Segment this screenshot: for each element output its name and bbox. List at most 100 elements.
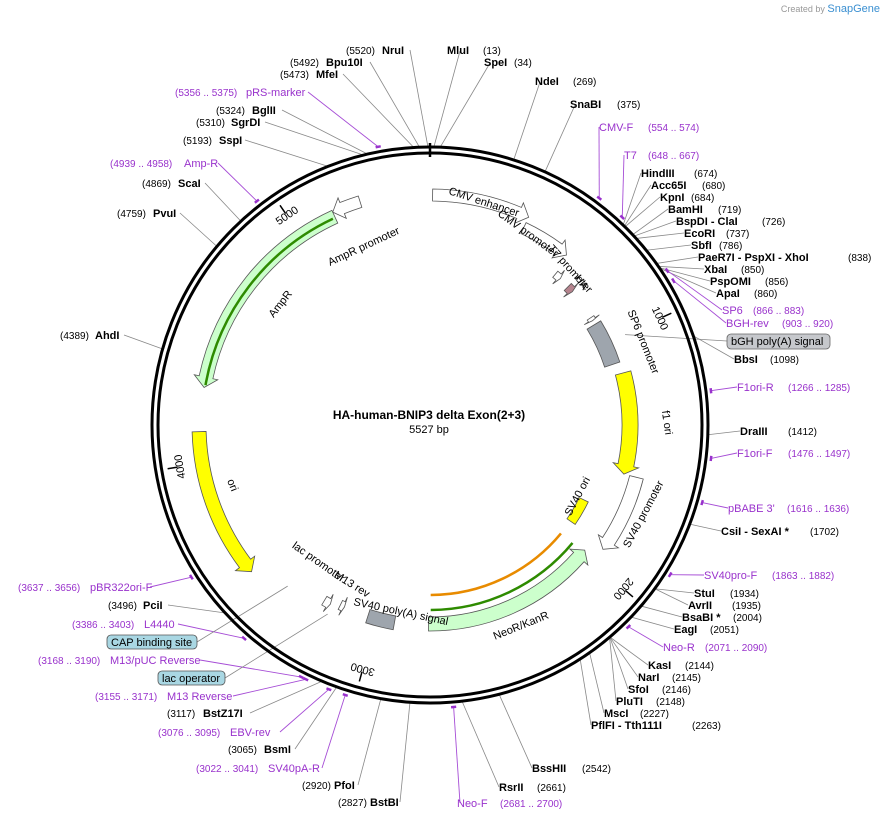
- site-label[interactable]: KasI(2144): [648, 660, 714, 672]
- site-label[interactable]: (2827)BstBI: [338, 797, 399, 809]
- site-label[interactable]: PluTI(2148): [616, 696, 685, 708]
- site-label[interactable]: StuI(1934): [694, 588, 759, 600]
- site-name: ScaI: [178, 178, 201, 190]
- site-label[interactable]: (4389)AhdI: [60, 330, 119, 342]
- site-leader: [342, 73, 414, 147]
- site-label[interactable]: NarI(2145): [638, 672, 701, 684]
- site-label[interactable]: SnaBI(375): [570, 99, 640, 111]
- site-name: NarI: [638, 672, 659, 684]
- site-label[interactable]: (5193)SspI: [183, 135, 242, 147]
- primer-label[interactable]: CMV-F(554 .. 574): [599, 122, 699, 134]
- site-label[interactable]: BbsI(1098): [734, 354, 799, 366]
- site-pos: (680): [702, 181, 725, 192]
- site-label[interactable]: AvrII(1935): [688, 600, 761, 612]
- primer-label[interactable]: (3637 .. 3656)pBR322ori-F: [18, 582, 153, 594]
- primer-label[interactable]: Neo-F(2681 .. 2700): [457, 798, 562, 810]
- primer-pos: (3386 .. 3403): [72, 620, 134, 631]
- primer-label[interactable]: T7(648 .. 667): [624, 150, 699, 162]
- primer-label[interactable]: SV40pro-F(1863 .. 1882): [704, 570, 834, 582]
- site-label[interactable]: RsrII(2661): [499, 782, 566, 794]
- primer-label[interactable]: (4939 .. 4958)Amp-R: [110, 158, 218, 170]
- site-pos: (4869): [142, 179, 171, 190]
- site-label[interactable]: MluI(13): [447, 45, 501, 57]
- site-name: DraIII: [740, 426, 768, 438]
- site-label[interactable]: HindIII(674): [641, 168, 717, 180]
- site-label[interactable]: BssHII(2542): [532, 763, 611, 775]
- boxed-label-bgh-polya[interactable]: bGH poly(A) signal: [726, 333, 831, 350]
- site-name: MfeI: [316, 69, 338, 81]
- boxed-label-lac-operator[interactable]: lac operator: [157, 670, 226, 686]
- boxed-leader: [224, 613, 328, 679]
- site-label[interactable]: ApaI(860): [716, 288, 777, 300]
- primer-label[interactable]: F1ori-R(1266 .. 1285): [737, 382, 850, 394]
- site-label[interactable]: (3065)BsmI: [228, 744, 291, 756]
- primer-label[interactable]: (3168 .. 3190)M13/pUC Reverse: [38, 655, 200, 667]
- tick-label: 2000: [611, 575, 636, 601]
- site-name: KasI: [648, 660, 671, 672]
- site-label[interactable]: NdeI(269): [535, 76, 596, 88]
- primer-label[interactable]: SP6(866 .. 883): [722, 305, 804, 317]
- feat-label-f1-ori: f1 ori: [659, 410, 674, 436]
- site-leader: [623, 172, 642, 225]
- primer-label[interactable]: Neo-R(2071 .. 2090): [663, 642, 767, 654]
- site-label[interactable]: SfoI(2146): [628, 684, 691, 696]
- site-label[interactable]: SpeI(34): [484, 57, 532, 69]
- site-name: RsrII: [499, 782, 523, 794]
- site-label[interactable]: MscI(2227): [604, 708, 669, 720]
- primer-name: F1ori-R: [737, 382, 774, 394]
- site-label[interactable]: BamHI(719): [668, 204, 741, 216]
- primer-mark: [619, 214, 625, 221]
- site-label[interactable]: (5492)Bpu10I: [290, 57, 363, 69]
- site-name: ApaI: [716, 288, 740, 300]
- primer-label[interactable]: (3155 .. 3171)M13 Reverse: [95, 691, 232, 703]
- site-name: EcoRI: [684, 228, 715, 240]
- site-leader: [633, 208, 669, 235]
- site-name: EagI: [674, 624, 697, 636]
- site-label[interactable]: EcoRI(737): [684, 228, 749, 240]
- primer-leader: [232, 678, 306, 697]
- site-label[interactable]: (4759)PvuI: [117, 208, 176, 220]
- site-label[interactable]: XbaI(850): [704, 264, 764, 276]
- primer-label[interactable]: (3076 .. 3095)EBV-rev: [158, 727, 271, 739]
- site-leader: [659, 266, 705, 270]
- site-label[interactable]: (5310)SgrDI: [196, 117, 260, 129]
- site-label[interactable]: (3117)BstZ17I: [167, 708, 243, 720]
- site-label[interactable]: Acc65I(680): [651, 180, 725, 192]
- primer-label[interactable]: (3022 .. 3041)SV40pA-R: [196, 763, 320, 775]
- primer-leader: [199, 659, 302, 678]
- site-label[interactable]: (2920)PfoI: [302, 780, 355, 792]
- site-label[interactable]: (5473)MfeI: [280, 69, 338, 81]
- site-label[interactable]: PaeR7I - PspXI - XhoI(838): [698, 252, 871, 264]
- site-name: HindIII: [641, 168, 675, 180]
- site-label[interactable]: (4869) ScaI: [142, 178, 201, 190]
- tick-label: 1000: [649, 305, 670, 332]
- site-name: PfoI: [334, 780, 355, 792]
- orf-highlight-neor: [430, 542, 574, 612]
- tick-mark: [167, 466, 178, 470]
- snapgene-credit: Created by SnapGene: [781, 3, 880, 15]
- primer-label[interactable]: pBABE 3'(1616 .. 1636): [728, 503, 849, 515]
- site-label[interactable]: PspOMI(856): [710, 276, 788, 288]
- site-label[interactable]: KpnI(684): [660, 192, 714, 204]
- site-pos: (2542): [582, 764, 611, 775]
- site-label[interactable]: (3496)PciI: [108, 600, 163, 612]
- primer-name: pRS-marker: [246, 87, 306, 99]
- primer-name: EBV-rev: [230, 727, 271, 739]
- site-leader: [660, 267, 711, 282]
- site-label[interactable]: BsaBI *(2004): [682, 612, 762, 624]
- site-label[interactable]: BspDI - ClaI(726): [676, 216, 785, 228]
- site-label[interactable]: PflFI - Tth111I(2263): [591, 720, 721, 732]
- site-label[interactable]: CsiI - SexAI *(1702): [721, 526, 839, 538]
- primer-pos: (5356 .. 5375): [175, 88, 237, 99]
- site-label[interactable]: (5520)NruI: [346, 45, 404, 57]
- primer-label[interactable]: BGH-rev(903 .. 920): [726, 318, 833, 330]
- primer-label[interactable]: F1ori-F(1476 .. 1497): [737, 448, 850, 460]
- site-label[interactable]: EagI(2051): [674, 624, 739, 636]
- site-label[interactable]: DraIII(1412): [740, 426, 817, 438]
- site-label[interactable]: (5324)BglII: [216, 105, 276, 117]
- primer-label[interactable]: (5356 .. 5375) pRS-marker: [175, 87, 306, 99]
- site-label[interactable]: SbfI(786): [691, 240, 742, 252]
- site-name: NruI: [382, 45, 404, 57]
- boxed-label-cap-binding[interactable]: CAP binding site: [106, 634, 198, 650]
- primer-label[interactable]: (3386 .. 3403)L4440: [72, 619, 175, 631]
